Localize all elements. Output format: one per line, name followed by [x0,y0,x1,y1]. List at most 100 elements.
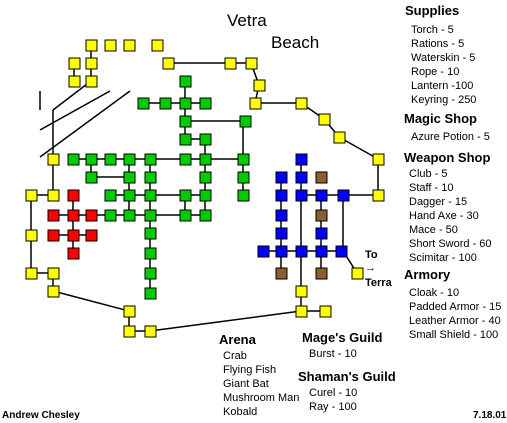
road-cell [253,79,266,92]
forest-cell [144,227,157,240]
forest-cell [104,209,117,222]
armory-item: Leather Armor - 40 [409,315,501,327]
road-cell [318,113,331,126]
water-cell [275,189,288,202]
road-cell [245,57,258,70]
forest-cell [199,133,212,146]
arena-monster: Mushroom Man [223,392,300,404]
road-cell [123,305,136,318]
forest-cell [123,153,136,166]
arena-monster: Kobald [223,406,258,418]
supplies-header: Supplies [405,3,460,18]
arena-monster: Flying Fish [223,364,277,376]
danger-cell [85,209,98,222]
shop-icon [315,267,328,280]
water-cell [295,171,308,184]
road-cell [249,97,262,110]
forest-cell [144,153,157,166]
water-cell [295,153,308,166]
forest-cell [199,189,212,202]
mages-guild-item: Burst - 10 [309,348,357,360]
road-cell [25,229,38,242]
road-cell [295,305,308,318]
forest-cell [123,209,136,222]
road-cell [104,39,117,52]
road-cell [25,267,38,280]
supplies-item: Rope - 10 [411,66,460,78]
mages-guild-header: Mage's Guild [302,330,383,345]
weapon-shop-item: Dagger - 15 [409,196,468,208]
water-cell [275,171,288,184]
water-cell [315,227,328,240]
shop-icon [315,209,328,222]
road-cell [47,267,60,280]
water-cell [315,189,328,202]
road-cell [295,285,308,298]
arena-monster: Giant Bat [223,378,269,390]
water-cell [337,189,350,202]
forest-cell [239,115,252,128]
magic-shop-item: Azure Potion - 5 [411,131,490,143]
road-cell [123,325,136,338]
map-title-line1: Vetra [227,11,267,30]
road-cell [162,57,175,70]
road-cell [333,131,346,144]
exit-arrow-icon: → [365,262,376,274]
road-cell [85,75,98,88]
weapon-shop-header: Weapon Shop [404,150,491,165]
road-cell [144,325,157,338]
arena-header: Arena [219,332,256,347]
exit-label-terra: Terra [365,277,392,289]
forest-cell [237,153,250,166]
road-cell [295,97,308,110]
danger-cell [67,209,80,222]
water-cell [275,209,288,222]
forest-cell [179,75,192,88]
path-line [52,290,130,312]
forest-cell [137,97,150,110]
road-cell [85,39,98,52]
weapon-shop-item: Scimitar - 100 [409,252,477,264]
road-cell [47,285,60,298]
weapon-shop-item: Mace - 50 [409,224,458,236]
armory-header: Armory [404,267,451,282]
forest-cell [85,171,98,184]
forest-cell [144,189,157,202]
road-cell [68,57,81,70]
shamans-guild-header: Shaman's Guild [298,369,396,384]
road-cell [123,39,136,52]
supplies-item: Torch - 5 [411,24,454,36]
forest-cell [179,97,192,110]
shop-icon [315,171,328,184]
forest-cell [67,153,80,166]
forest-cell [179,189,192,202]
water-cell [295,245,308,258]
forest-cell [123,171,136,184]
armory-item: Small Shield - 100 [409,329,499,341]
road-cell [47,189,60,202]
path-line [39,90,111,131]
forest-cell [199,153,212,166]
weapon-shop-item: Club - 5 [409,168,448,180]
supplies-item: Waterskin - 5 [411,52,476,64]
danger-cell [67,247,80,260]
water-cell [275,227,288,240]
forest-cell [144,209,157,222]
forest-cell [179,133,192,146]
road-cell [351,267,364,280]
road-cell [25,189,38,202]
forest-cell [199,209,212,222]
forest-cell [144,247,157,260]
forest-cell [179,115,192,128]
danger-cell [67,229,80,242]
road-cell [224,57,237,70]
forest-cell [144,287,157,300]
supplies-item: Lantern -100 [411,80,474,92]
forest-cell [104,153,117,166]
shamans-guild-item: Ray - 100 [309,401,357,413]
danger-cell [47,229,60,242]
water-cell [315,245,328,258]
road-cell [85,57,98,70]
path-line [52,80,92,111]
